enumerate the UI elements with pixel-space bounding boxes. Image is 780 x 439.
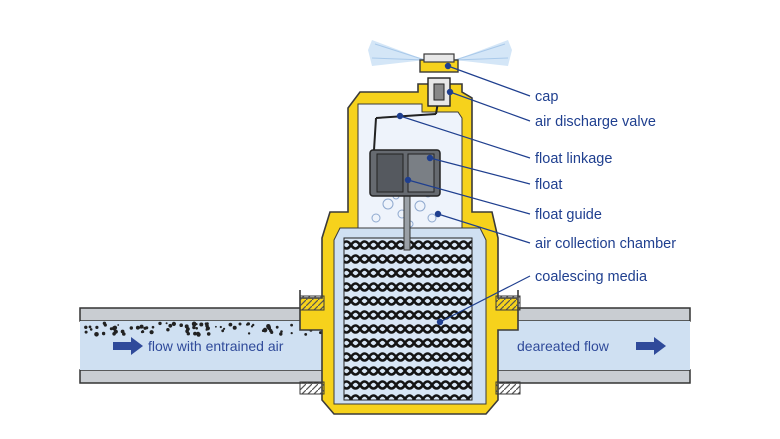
label-air-collection-chamber: air collection chamber bbox=[535, 236, 676, 252]
air-bubble bbox=[191, 321, 197, 327]
air-bubble bbox=[117, 324, 120, 326]
air-bubble bbox=[270, 330, 274, 334]
air-bubble bbox=[113, 329, 118, 334]
air-bubble bbox=[262, 327, 268, 333]
air-bubble bbox=[89, 328, 93, 331]
outlet-flow-label: deareated flow bbox=[517, 338, 610, 354]
air-bubble bbox=[122, 332, 126, 336]
air-spray-left bbox=[368, 40, 426, 66]
air-bubble bbox=[221, 329, 225, 333]
air-bubble bbox=[94, 332, 99, 337]
air-bubble bbox=[171, 321, 176, 326]
air-bubble bbox=[104, 324, 107, 327]
air-bubble bbox=[129, 326, 133, 330]
inlet-flow-label: flow with entrained air bbox=[148, 338, 284, 354]
air-bubble bbox=[238, 322, 242, 326]
air-bubble bbox=[219, 325, 222, 329]
air-bubble bbox=[206, 332, 211, 336]
air-bubble bbox=[279, 332, 283, 336]
air-bubble bbox=[280, 330, 283, 333]
air-bubble bbox=[112, 325, 118, 330]
air-bubble bbox=[102, 332, 106, 336]
label-float-guide: float guide bbox=[535, 207, 602, 223]
air-bubble bbox=[179, 323, 183, 328]
flow-arrow-inlet-icon bbox=[113, 337, 143, 355]
label-coalescing-media: coalescing media bbox=[535, 269, 648, 285]
air-discharge-valve bbox=[427, 77, 451, 107]
air-bubble bbox=[138, 326, 141, 329]
air-spray-right bbox=[454, 40, 512, 66]
cap bbox=[419, 53, 459, 73]
air-bubble bbox=[158, 321, 162, 326]
air-bubble bbox=[199, 322, 204, 327]
leader-lines bbox=[396, 62, 531, 326]
air-bubble bbox=[232, 325, 237, 330]
label-float-linkage: float linkage bbox=[535, 151, 612, 167]
air-bubble bbox=[135, 325, 140, 330]
air-bubble bbox=[246, 323, 249, 326]
thread-right bbox=[495, 295, 521, 311]
air-bubble bbox=[223, 327, 226, 330]
air-bubble bbox=[149, 330, 154, 335]
air-bubble bbox=[84, 330, 88, 334]
label-cap: cap bbox=[535, 89, 558, 105]
air-bubble bbox=[193, 331, 197, 336]
air-bubble bbox=[186, 332, 190, 336]
air-bubble bbox=[165, 322, 168, 325]
air-bubble bbox=[267, 326, 272, 331]
flow-arrow-outlet-icon bbox=[636, 337, 666, 355]
air-bubble bbox=[304, 333, 308, 336]
thread-left bbox=[299, 295, 325, 311]
air-bubble bbox=[109, 327, 113, 331]
air-bubble bbox=[196, 332, 201, 337]
air-bubble bbox=[275, 325, 279, 329]
label-float: float bbox=[535, 177, 562, 193]
coalescing-media-mesh bbox=[343, 237, 473, 401]
label-air-discharge-valve: air discharge valve bbox=[535, 114, 656, 130]
air-bubble bbox=[140, 330, 144, 334]
air-bubble bbox=[151, 325, 155, 329]
air-bubble bbox=[95, 325, 99, 329]
air-bubble bbox=[252, 323, 255, 327]
air-bubble bbox=[228, 322, 233, 327]
air-bubble bbox=[290, 323, 293, 327]
air-bubble bbox=[290, 332, 293, 335]
air-bubble bbox=[88, 325, 92, 329]
air-bubble bbox=[84, 325, 88, 329]
air-bubble bbox=[205, 324, 209, 328]
air-bubble bbox=[186, 327, 190, 331]
air-bubble bbox=[247, 332, 251, 335]
entrained-air-bubbles bbox=[84, 321, 334, 337]
air-bubble bbox=[192, 325, 196, 330]
air-bubble bbox=[168, 323, 173, 328]
air-bubble bbox=[145, 326, 149, 330]
air-bubble bbox=[215, 325, 217, 328]
air-bubble bbox=[166, 328, 170, 332]
air-bubble bbox=[195, 327, 198, 330]
